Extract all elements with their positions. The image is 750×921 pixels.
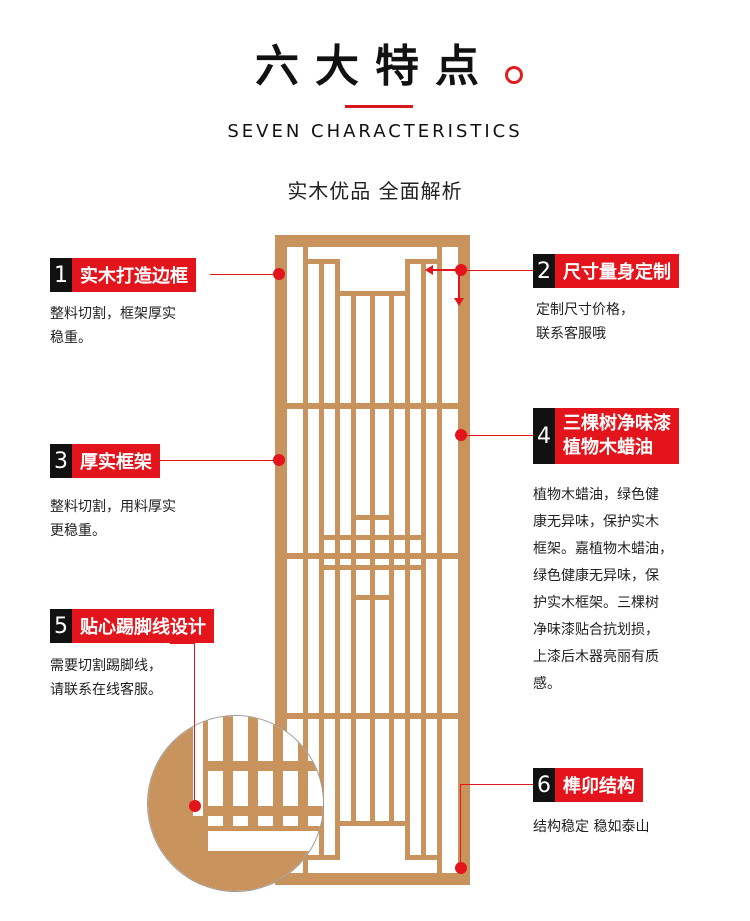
feature-6-description: 结构稳定 稳如泰山 <box>533 819 650 835</box>
feature-number: 2 <box>533 254 555 288</box>
callout-dot-icon <box>189 800 201 812</box>
callout-dot-icon <box>455 862 467 874</box>
feature-2-badge: 2 尺寸量身定制 <box>533 254 679 288</box>
detail-zoom-circle <box>147 715 324 892</box>
callout-dot-icon <box>273 268 285 280</box>
feature-number: 6 <box>533 768 555 802</box>
callout-dot-icon <box>273 454 285 466</box>
feature-1-badge: 1 实木打造边框 <box>50 258 196 292</box>
feature-label: 贴心踢脚线设计 <box>72 609 214 643</box>
feature-1-description: 整料切割，框架厚实 稳重。 <box>50 306 176 346</box>
callout-line-vertical <box>460 784 461 868</box>
feature-number: 5 <box>50 609 72 643</box>
callout-line <box>160 460 278 461</box>
resize-arrow-icon <box>425 262 465 306</box>
lattice-pattern-image <box>275 235 470 885</box>
feature-2-description: 定制尺寸价格， 联系客服哦 <box>536 302 634 342</box>
feature-number: 4 <box>533 408 555 464</box>
feature-label: 实木打造边框 <box>72 258 196 292</box>
page-title: 六大特点 <box>255 41 495 92</box>
callout-line <box>460 784 533 785</box>
feature-number: 1 <box>50 258 72 292</box>
callout-line <box>170 643 194 644</box>
feature-4-description: 植物木蜡油，绿色健 康无异味，保护实木 框架。嘉植物木蜡油， 绿色健康无异味，保… <box>533 487 673 692</box>
feature-label: 尺寸量身定制 <box>555 254 679 288</box>
feature-5-badge: 5 贴心踢脚线设计 <box>50 609 214 643</box>
feature-4-badge: 4 三棵树净味漆 植物木蜡油 <box>533 408 679 464</box>
feature-label: 三棵树净味漆 植物木蜡油 <box>555 408 679 464</box>
callout-line <box>210 274 278 275</box>
callout-line <box>462 270 533 271</box>
callout-dot-icon <box>455 429 467 441</box>
feature-label: 榫卯结构 <box>555 768 643 802</box>
skirting-detail-image <box>148 716 323 891</box>
wood-screen-panel <box>275 235 470 885</box>
feature-5-description: 需要切割踢脚线， 请联系在线客服。 <box>50 658 162 698</box>
page-subtitle: SEVEN CHARACTERISTICS <box>227 121 523 142</box>
callout-line <box>462 435 533 436</box>
page-slogan: 实木优品 全面解析 <box>287 179 463 203</box>
feature-number: 3 <box>50 444 72 478</box>
title-accent-icon <box>505 66 523 84</box>
title-divider <box>345 105 413 108</box>
feature-label: 厚实框架 <box>72 444 160 478</box>
callout-line-vertical <box>194 643 195 803</box>
feature-6-badge: 6 榫卯结构 <box>533 768 643 802</box>
feature-3-description: 整料切割，用料厚实 更稳重。 <box>50 499 176 539</box>
feature-3-badge: 3 厚实框架 <box>50 444 160 478</box>
